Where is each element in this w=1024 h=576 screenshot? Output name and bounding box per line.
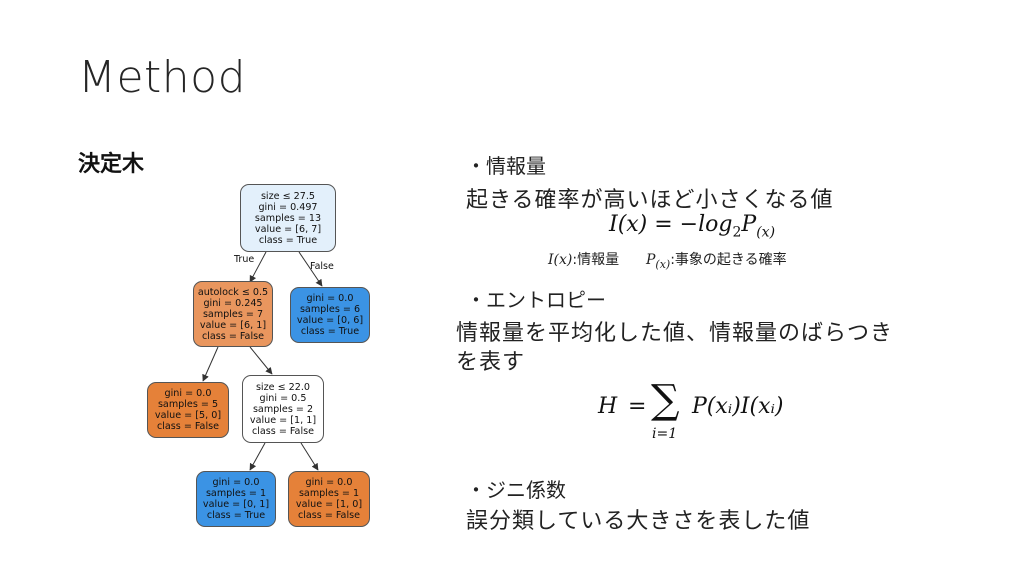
tree-node-root: size ≤ 27.5 gini = 0.497 samples = 13 va… xyxy=(240,184,336,252)
edge-size22-leafB xyxy=(300,442,319,471)
node-line: autolock ≤ 0.5 xyxy=(197,286,269,298)
node-line: size ≤ 27.5 xyxy=(260,190,316,202)
node-line: gini = 0.0 xyxy=(306,293,354,304)
node-line: value = [6, 7] xyxy=(254,223,322,235)
legend-i-text: :情報量 xyxy=(572,252,620,268)
formula-p: P xyxy=(741,212,757,237)
node-line: gini = 0.5 xyxy=(259,392,307,404)
formula-body: P(xᵢ)I(xᵢ) xyxy=(692,394,784,419)
slide-title: Method xyxy=(78,52,247,103)
information-description: 起きる確率が高いほど小さくなる値 xyxy=(466,188,834,213)
node-line: value = [1, 0] xyxy=(295,499,363,510)
bullet-gini: ・ジニ係数 xyxy=(466,478,566,502)
node-line: gini = 0.245 xyxy=(203,297,263,309)
node-line: class = True xyxy=(258,234,318,246)
legend-p-sub: (x) xyxy=(655,257,671,271)
edge-autolock-size22 xyxy=(249,346,273,375)
tree-node-leaf-b: gini = 0.0 samples = 1 value = [1, 0] cl… xyxy=(288,471,370,527)
legend-i-symbol: I(x) xyxy=(548,252,573,268)
node-line: class = False xyxy=(201,330,265,342)
node-line: gini = 0.0 xyxy=(212,477,260,488)
node-line: gini = 0.0 xyxy=(164,388,212,399)
node-line: samples = 7 xyxy=(202,308,264,320)
tree-node-leaf-a: gini = 0.0 samples = 1 value = [0, 1] cl… xyxy=(196,471,276,527)
information-formula: I(x) = −log2P(x) xyxy=(609,212,775,240)
formula-lhs: I(x) = −log xyxy=(609,212,733,237)
node-line: value = [0, 6] xyxy=(296,315,364,326)
gini-description: 誤分類している大きさを表した値 xyxy=(466,509,811,534)
node-line: samples = 5 xyxy=(157,399,219,410)
node-line: value = [0, 1] xyxy=(202,499,270,510)
bullet-entropy: ・エントロピー xyxy=(466,288,606,312)
entropy-description-line1: 情報量を平均化した値、情報量のばらつき xyxy=(456,321,894,346)
formula-log-base: 2 xyxy=(732,224,742,241)
tree-node-size22: size ≤ 22.0 gini = 0.5 samples = 2 value… xyxy=(242,375,324,443)
formula-h: H xyxy=(598,394,618,419)
entropy-description-line2: を表す xyxy=(456,350,526,375)
node-line: class = True xyxy=(300,326,360,337)
tree-node-right-leaf: gini = 0.0 samples = 6 value = [0, 6] cl… xyxy=(290,287,370,343)
formula-sum-lower: i=1 xyxy=(652,426,678,442)
node-line: value = [5, 0] xyxy=(154,410,222,421)
node-line: samples = 1 xyxy=(205,488,267,499)
node-line: value = [1, 1] xyxy=(249,414,317,426)
formula-p-sub: (x) xyxy=(756,224,776,241)
tree-node-left-leaf: gini = 0.0 samples = 5 value = [5, 0] cl… xyxy=(147,382,229,438)
node-line: gini = 0.497 xyxy=(258,201,318,213)
edge-root-autolock xyxy=(249,251,267,283)
edge-label-false: False xyxy=(310,261,334,272)
legend-p-text: :事象の起きる確率 xyxy=(670,252,787,268)
node-line: value = [6, 1] xyxy=(199,319,267,331)
section-heading: 決定木 xyxy=(78,152,145,177)
node-line: size ≤ 22.0 xyxy=(255,381,311,393)
edge-root-right1 xyxy=(298,251,323,287)
legend-p-symbol: P xyxy=(645,252,656,268)
edge-autolock-leftleaf xyxy=(202,346,219,382)
entropy-formula: H = ∑ i=1 P(xᵢ)I(xᵢ) xyxy=(598,378,818,448)
tree-node-autolock: autolock ≤ 0.5 gini = 0.245 samples = 7 … xyxy=(193,281,273,347)
node-line: class = False xyxy=(156,421,220,432)
node-line: samples = 2 xyxy=(252,403,314,415)
node-line: class = False xyxy=(297,510,361,521)
formula-equals: = xyxy=(628,394,647,419)
edge-size22-leafA xyxy=(249,442,266,471)
formula-sigma: ∑ xyxy=(651,377,680,423)
node-line: gini = 0.0 xyxy=(305,477,353,488)
information-legend: I(x):情報量 P(x):事象の起きる確率 xyxy=(548,249,787,271)
bullet-information: ・情報量 xyxy=(466,154,546,178)
node-line: samples = 6 xyxy=(299,304,361,315)
node-line: samples = 1 xyxy=(298,488,360,499)
node-line: class = False xyxy=(251,425,315,437)
node-line: samples = 13 xyxy=(254,212,322,224)
node-line: class = True xyxy=(206,510,266,521)
edge-label-true: True xyxy=(234,254,255,265)
